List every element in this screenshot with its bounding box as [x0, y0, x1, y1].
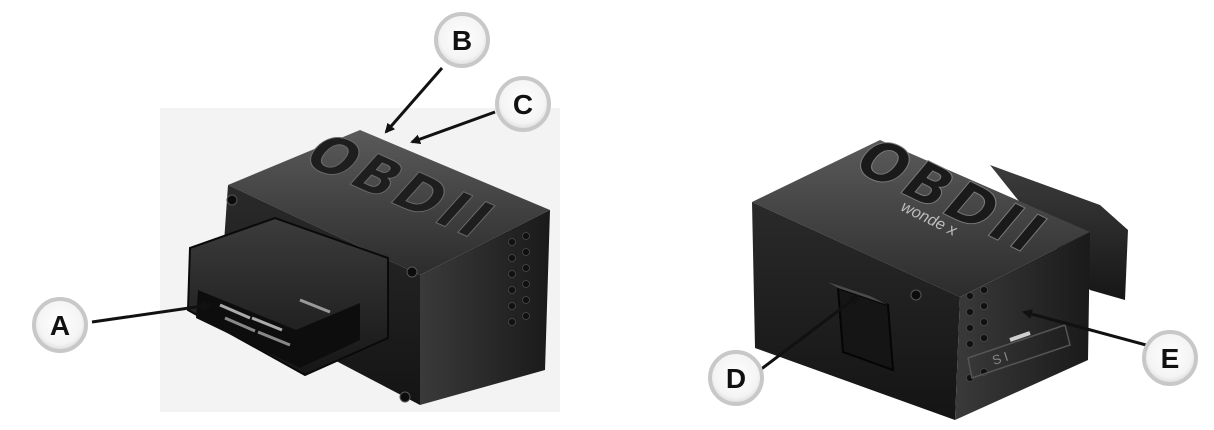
- callout-b: B: [434, 12, 490, 68]
- callout-d: D: [708, 350, 764, 406]
- arrow-b: [384, 67, 444, 134]
- left-body-top: [228, 130, 550, 275]
- callout-c-label: C: [513, 89, 533, 120]
- side-button-top: [828, 282, 888, 305]
- left-screw-2: [406, 266, 418, 278]
- callout-e-label: E: [1161, 343, 1180, 374]
- left-obd-adapter: OBDII: [160, 108, 560, 412]
- right-screw: [910, 289, 922, 301]
- callout-b-label: B: [452, 25, 472, 56]
- callout-arrows: [91, 67, 1147, 372]
- left-screw-1: [226, 194, 238, 206]
- arrow-c: [410, 110, 496, 144]
- side-button: [836, 286, 895, 372]
- arrow-a: [91, 301, 212, 324]
- callout-a-label: A: [50, 310, 70, 341]
- right-obd-adapter: OBDII wonde x S I: [752, 127, 1128, 420]
- callout-e: E: [1142, 330, 1198, 386]
- callout-a: A: [32, 297, 88, 353]
- callout-d-label: D: [726, 363, 746, 394]
- left-vent-dots: [508, 232, 530, 326]
- left-body-side: [420, 210, 550, 405]
- switch-label: S I: [990, 349, 1010, 368]
- left-screw-3: [399, 391, 411, 403]
- arrow-e: [1022, 309, 1147, 347]
- obd-connector-pins: [219, 298, 331, 347]
- arrow-d: [759, 294, 860, 372]
- switch-slider: [1009, 331, 1031, 342]
- callout-c: C: [495, 76, 551, 132]
- right-body-top: [752, 140, 1090, 297]
- switch-slot: [967, 324, 1071, 379]
